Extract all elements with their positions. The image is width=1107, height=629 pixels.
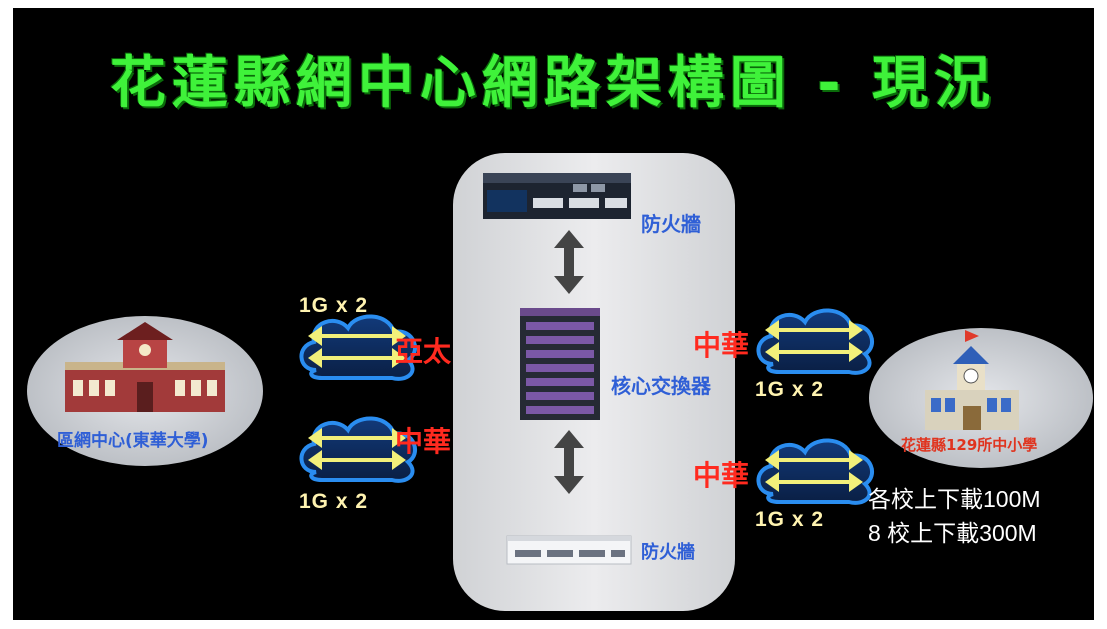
firewall-top-icon [483,173,631,219]
note-line-1: 各校上下載100M [868,486,1041,512]
cloud-link-right-1 [756,308,875,375]
right-site-label: 花蓮縣129所中小學 [901,436,1038,454]
diagram-canvas: 花蓮縣網中心網路架構圖 - 現況 [13,8,1094,620]
diagram-title: 花蓮縣網中心網路架構圖 - 現況 [109,51,997,116]
diagram-graphics [27,153,1093,611]
university-building-icon [65,322,225,412]
core-switch-icon [520,308,600,420]
left-link-1-bandwidth: 1G x 2 [299,294,369,317]
firewall-top-label: 防火牆 [641,212,701,236]
note-line-2: 8 校上下載300M [868,520,1037,546]
firewall-bottom-label: 防火牆 [641,542,695,563]
firewall-bottom-icon [506,535,632,565]
right-link-1-isp: 中華 [693,329,750,362]
cloud-link-right-2 [756,438,875,505]
left-link-1-isp: 亞太 [395,335,452,368]
left-link-2-bandwidth: 1G x 2 [299,490,369,513]
school-building-icon [925,330,1019,430]
left-link-2-isp: 中華 [395,425,452,458]
right-link-2-bandwidth: 1G x 2 [755,508,825,531]
core-switch-label: 核心交換器 [611,374,711,398]
right-link-1-bandwidth: 1G x 2 [755,378,825,401]
left-site-label: 區網中心(東華大學) [57,431,209,451]
right-link-2-isp: 中華 [693,459,750,492]
